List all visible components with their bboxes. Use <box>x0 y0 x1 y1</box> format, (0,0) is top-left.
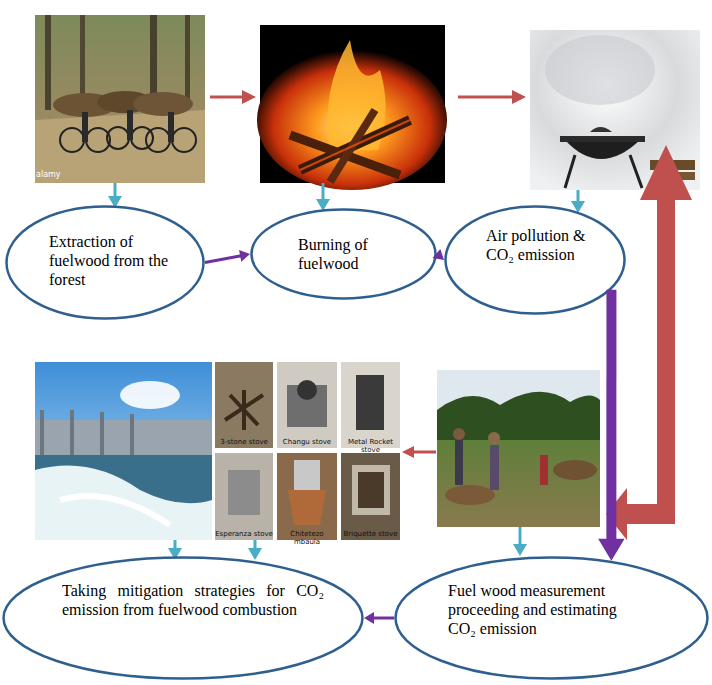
node-text: Taking mitigation strategies for CO₂ emi… <box>62 581 324 619</box>
watermark: alamy <box>36 170 76 179</box>
flow-connector <box>205 250 250 263</box>
stove-caption: Briquette stove <box>341 530 400 538</box>
stove-caption: Chitetezo mbaula <box>277 530 337 546</box>
node-text: Air pollution & CO₂ emission <box>486 226 596 264</box>
node-text: Burning of fuelwood <box>298 235 408 273</box>
forest-photo <box>35 15 205 183</box>
stove-caption: Esperanza stove <box>215 530 273 538</box>
node-text: Extraction of fuelwood from the forest <box>49 232 173 289</box>
ellipse-outline <box>250 208 437 300</box>
node-text: Fuel wood measurement proceeding and est… <box>448 581 648 638</box>
flow-arrow <box>210 90 692 540</box>
field-photo <box>437 370 600 527</box>
flow-connector <box>598 290 624 561</box>
flow-connector <box>364 612 394 624</box>
process-ellipse: Taking mitigation strategies for CO₂ emi… <box>2 556 364 680</box>
stove-caption: Metal Rocket stove <box>341 438 400 454</box>
fire-photo <box>257 25 447 190</box>
stove-caption: 3-stone stove <box>215 438 273 446</box>
dam-photo <box>35 362 212 540</box>
process-ellipse: Extraction of fuelwood from the forest <box>5 205 205 320</box>
stove-photos <box>215 362 400 540</box>
process-ellipse: Fuel wood measurement proceeding and est… <box>394 556 709 680</box>
process-ellipse: Burning of fuelwood <box>250 208 437 300</box>
stove-caption: Changu stove <box>277 438 337 446</box>
process-ellipse: Air pollution & CO₂ emission <box>444 205 626 315</box>
